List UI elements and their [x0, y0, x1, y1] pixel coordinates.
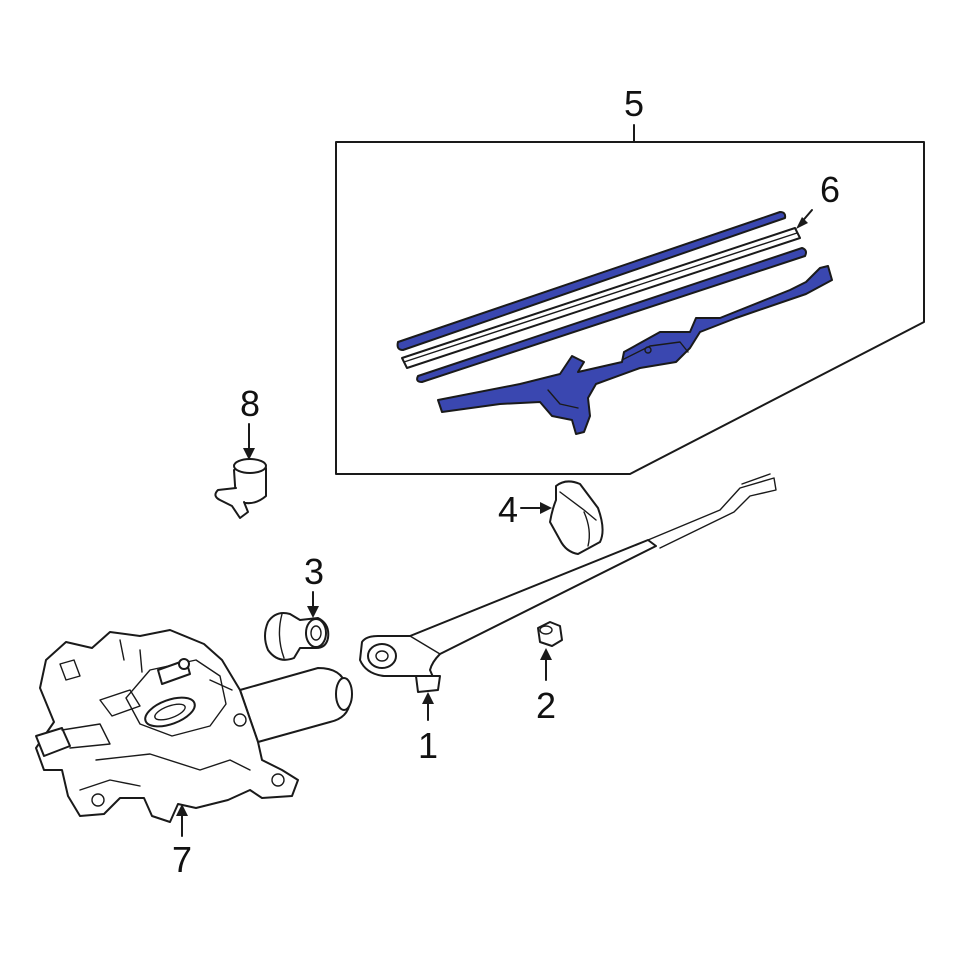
callout-1: 1 — [418, 725, 438, 766]
pivot-nut — [537, 621, 563, 647]
callout-7: 7 — [172, 839, 192, 880]
blade-strip-lower — [416, 247, 807, 383]
callout-arrow-2 — [540, 648, 552, 681]
pivot-grommet — [264, 612, 330, 661]
washer-nozzle — [214, 458, 267, 519]
arm-cap — [549, 480, 604, 555]
wiper-motor — [35, 629, 353, 823]
blade-assembly-inset — [335, 124, 925, 475]
callout-arrow-3 — [307, 591, 319, 618]
callout-arrow-7 — [176, 804, 188, 837]
callout-arrow-1 — [422, 692, 434, 721]
wiper-blade-assembly — [396, 211, 833, 435]
callout-8: 8 — [240, 383, 260, 424]
callout-6: 6 — [820, 169, 840, 210]
wiper-arm — [359, 473, 777, 693]
callout-4: 4 — [498, 489, 518, 530]
blade-frame — [437, 265, 833, 435]
callout-3: 3 — [304, 551, 324, 592]
callout-5: 5 — [624, 83, 644, 124]
callout-arrow-4 — [520, 502, 552, 514]
callout-arrow-8 — [243, 423, 255, 460]
blade-strip-upper — [396, 211, 787, 351]
callout-arrow-6 — [796, 209, 813, 229]
callout-2: 2 — [536, 685, 556, 726]
